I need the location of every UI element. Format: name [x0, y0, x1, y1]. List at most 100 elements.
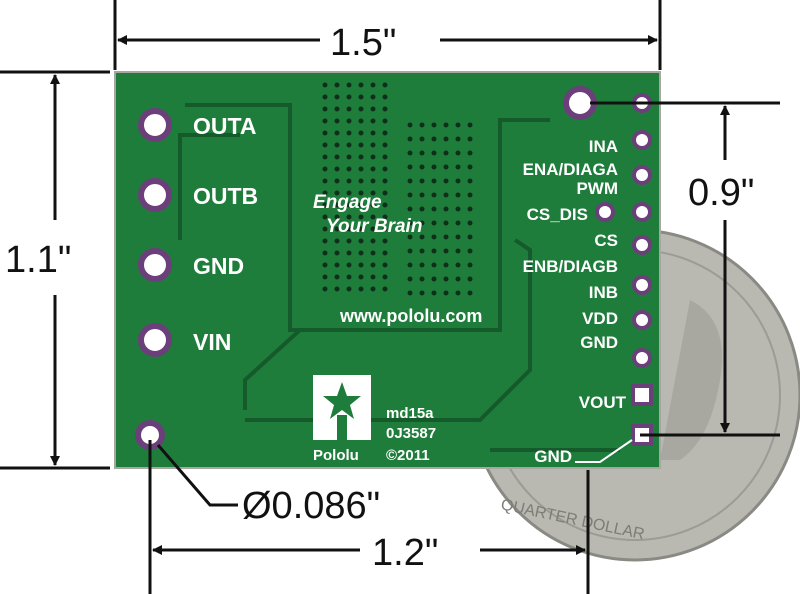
via — [382, 166, 388, 172]
via — [358, 274, 364, 280]
header-pin — [632, 348, 652, 368]
via — [455, 276, 461, 282]
mounting-hole-right — [563, 86, 597, 120]
label-gnd-bottom: GND — [534, 447, 572, 466]
pad-gnd — [138, 248, 172, 282]
pad-cs-dis — [595, 202, 615, 222]
via — [370, 250, 376, 256]
via — [382, 130, 388, 136]
via — [467, 262, 473, 268]
header-pin — [632, 275, 652, 295]
via — [467, 234, 473, 240]
via — [370, 286, 376, 292]
via — [370, 106, 376, 112]
via — [322, 226, 328, 232]
via — [419, 248, 425, 254]
label-vdd: VDD — [582, 309, 618, 328]
header-pin — [631, 384, 653, 406]
via — [322, 82, 328, 88]
via — [346, 274, 352, 280]
label-vout: VOUT — [579, 393, 627, 412]
via — [370, 238, 376, 244]
via — [467, 122, 473, 128]
via — [358, 262, 364, 268]
via — [455, 136, 461, 142]
via — [443, 276, 449, 282]
via — [334, 226, 340, 232]
via — [431, 248, 437, 254]
via — [382, 214, 388, 220]
via — [443, 150, 449, 156]
via — [443, 122, 449, 128]
via — [346, 202, 352, 208]
via — [443, 290, 449, 296]
label-outb: OUTB — [193, 183, 258, 209]
dim-hole-diameter: Ø0.086" — [242, 485, 380, 527]
via — [322, 202, 328, 208]
via — [455, 150, 461, 156]
via — [382, 262, 388, 268]
via — [358, 250, 364, 256]
header-pin — [632, 130, 652, 150]
via — [382, 94, 388, 100]
via — [358, 166, 364, 172]
dim-hole-span: 1.2" — [372, 532, 438, 574]
via — [443, 164, 449, 170]
via — [346, 178, 352, 184]
via — [358, 118, 364, 124]
via — [334, 82, 340, 88]
via — [322, 106, 328, 112]
via — [346, 226, 352, 232]
via — [455, 164, 461, 170]
via — [370, 178, 376, 184]
via — [382, 142, 388, 148]
via — [419, 164, 425, 170]
label-cs-dis: CS_DIS — [527, 205, 588, 224]
header-pin — [632, 235, 652, 255]
via — [322, 238, 328, 244]
dim-pin-span: 0.9" — [688, 172, 754, 214]
via — [467, 192, 473, 198]
via — [322, 118, 328, 124]
via — [455, 248, 461, 254]
via — [370, 154, 376, 160]
dim-width: 1.5" — [330, 22, 396, 64]
via — [431, 178, 437, 184]
via — [382, 154, 388, 160]
via — [407, 290, 413, 296]
via — [358, 94, 364, 100]
via — [358, 238, 364, 244]
via — [443, 136, 449, 142]
via — [370, 202, 376, 208]
via — [370, 190, 376, 196]
via — [346, 106, 352, 112]
via — [455, 262, 461, 268]
via — [443, 178, 449, 184]
via — [370, 262, 376, 268]
via — [431, 150, 437, 156]
via — [419, 150, 425, 156]
via — [334, 238, 340, 244]
via — [431, 276, 437, 282]
via — [334, 142, 340, 148]
via — [407, 206, 413, 212]
label-outa: OUTA — [193, 113, 256, 139]
via — [455, 206, 461, 212]
website-text: www.pololu.com — [339, 306, 482, 326]
via — [370, 118, 376, 124]
via — [455, 192, 461, 198]
via — [455, 220, 461, 226]
label-pwm: PWM — [576, 179, 618, 198]
via — [334, 286, 340, 292]
via — [346, 262, 352, 268]
via — [322, 250, 328, 256]
via — [407, 262, 413, 268]
pad-outa — [138, 108, 172, 142]
via — [370, 82, 376, 88]
via — [431, 136, 437, 142]
via — [358, 178, 364, 184]
via — [407, 220, 413, 226]
via — [467, 164, 473, 170]
via — [346, 118, 352, 124]
